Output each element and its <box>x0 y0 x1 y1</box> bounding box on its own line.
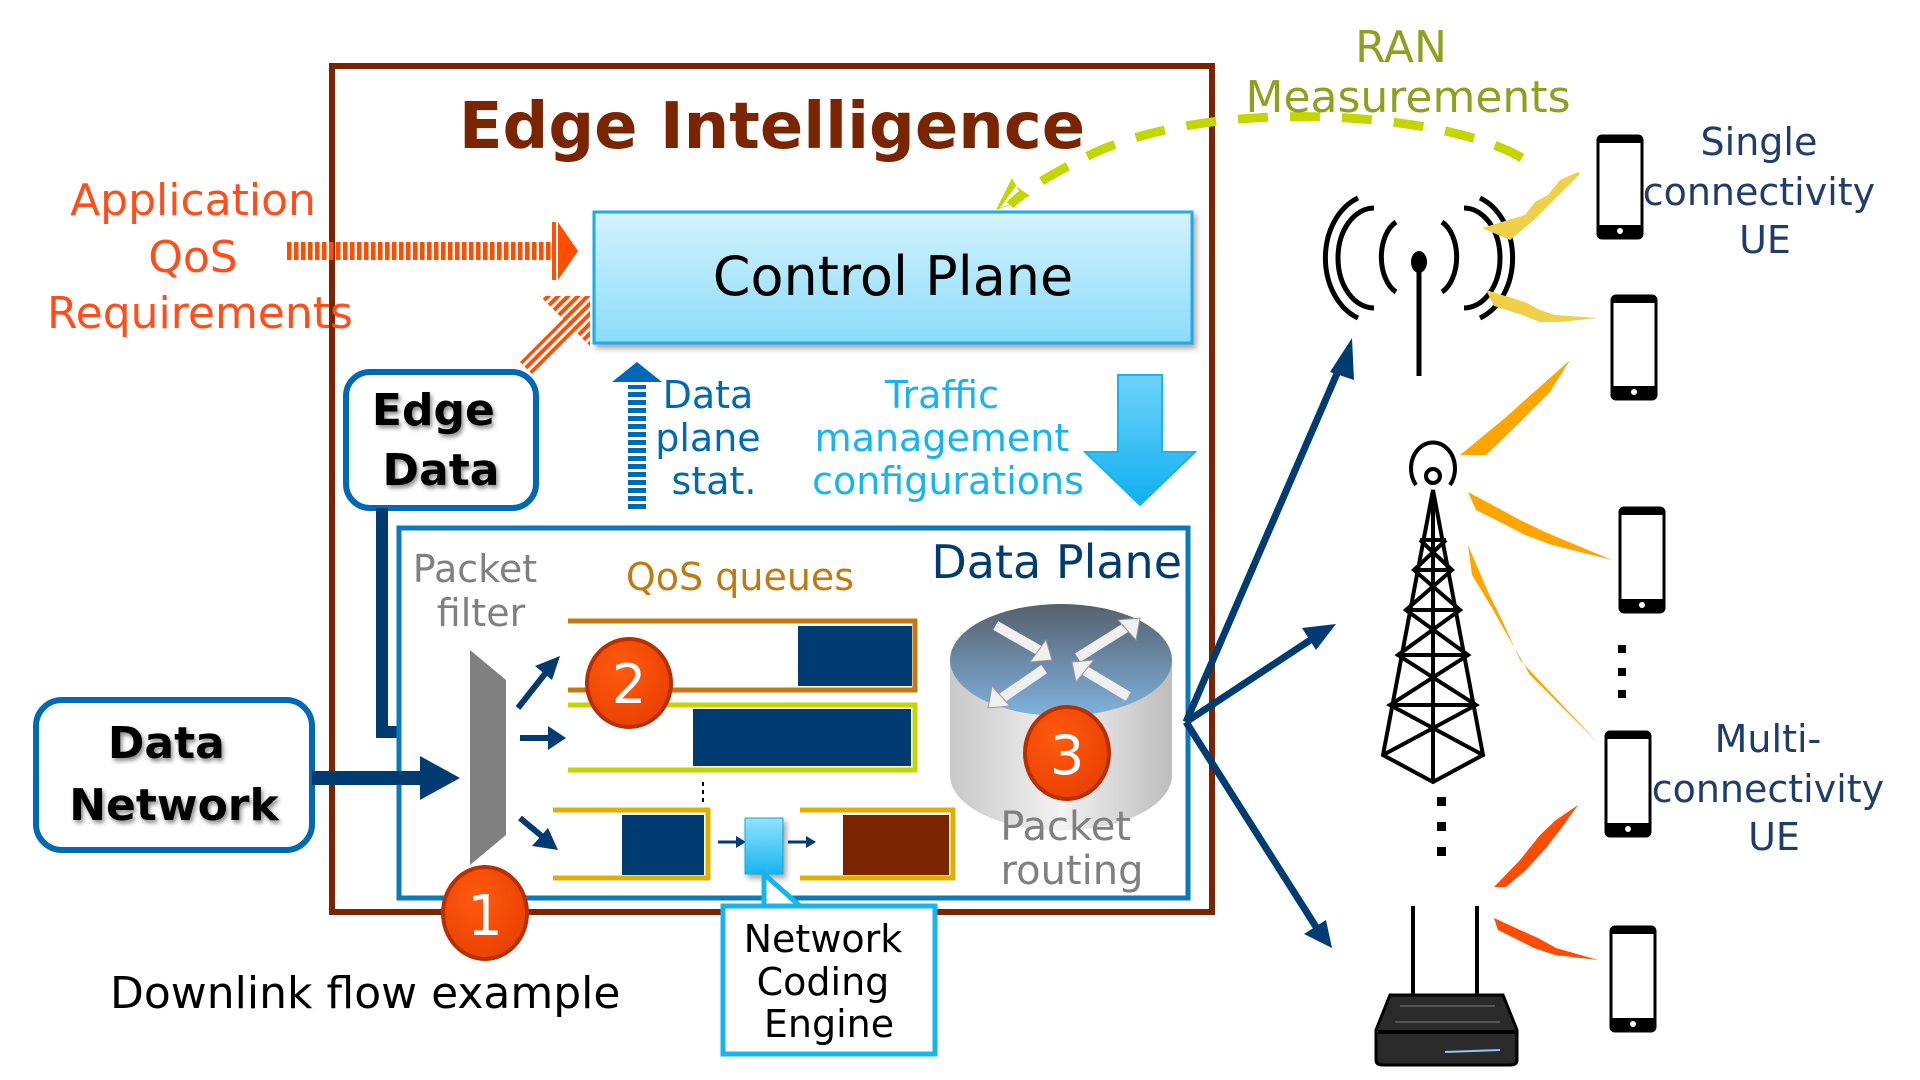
qos-requirements-arrow-icon <box>286 222 578 280</box>
ue-phone-5[interactable] <box>1609 925 1657 1033</box>
traffic-down-arrow-icon <box>1082 374 1198 507</box>
network-coding-chip-icon <box>744 817 784 875</box>
nce-arrows <box>718 836 816 848</box>
svg-text:1: 1 <box>467 884 503 949</box>
queue-2-packets <box>693 709 911 766</box>
edge-data-label: Edge Data <box>372 385 510 496</box>
application-qos-label: Application QoS Requirements <box>47 175 353 339</box>
coded-packets <box>843 815 949 875</box>
ue-phone-1[interactable] <box>1596 134 1644 240</box>
ue-phone-2[interactable] <box>1610 294 1658 401</box>
phone-ellipsis <box>1618 645 1626 698</box>
filter-output-arrows <box>515 656 566 850</box>
packet-routing-label: Packet routing <box>1000 804 1144 894</box>
ran-measurements-label: RAN Measurements <box>1246 22 1571 123</box>
network-coding-engine-box[interactable] <box>720 903 938 1057</box>
data-plane-stat-arrow-icon <box>612 362 662 510</box>
step-badge-3: 3 <box>1023 705 1111 801</box>
ue-phone-4[interactable] <box>1604 730 1652 838</box>
tower-ellipsis <box>1437 797 1446 856</box>
control-plane-box[interactable] <box>592 210 1194 345</box>
traffic-management-label: Traffic management configurations <box>812 373 1084 503</box>
wifi-router-icon <box>1374 906 1519 1067</box>
edge-intelligence-title: Edge Intelligence <box>459 90 1085 164</box>
edge-data-box[interactable] <box>343 369 539 511</box>
network-coding-engine-label: Network Coding Engine <box>744 917 915 1046</box>
qos-queues-label: QoS queues <box>626 555 854 599</box>
downlink-flow-caption: Downlink flow example <box>110 968 620 1019</box>
packet-filter-label: Packet filter <box>413 547 549 635</box>
qos-diagonal-arrow-icon <box>520 296 590 374</box>
queue-1-packets <box>798 626 912 686</box>
step-badge-1: 1 <box>441 865 529 961</box>
queue-n-packets <box>622 815 704 875</box>
routing-output-arrows <box>1182 338 1354 948</box>
qos-queue-n <box>553 807 711 881</box>
cell-tower-icon <box>1380 440 1486 785</box>
data-network-arrowhead-icon <box>420 756 460 800</box>
svg-text:3: 3 <box>1050 724 1084 787</box>
coded-output-queue <box>800 807 956 881</box>
ran-measurements-arc <box>1006 112 1525 209</box>
packet-filter-shape <box>470 650 506 865</box>
svg-text:2: 2 <box>612 653 646 716</box>
queue-ellipsis <box>702 782 704 802</box>
single-connectivity-ue-label: Single connectivity UE <box>1643 120 1888 262</box>
data-plane-stat-label: Data plane stat. <box>655 373 773 503</box>
data-network-label: Data Network <box>69 718 280 831</box>
multi-connectivity-ue-label: Multi- connectivity UE <box>1652 717 1897 859</box>
ue-phone-3[interactable] <box>1618 506 1666 614</box>
data-plane-label: Data Plane <box>931 535 1182 589</box>
wireless-links <box>1460 172 1612 960</box>
step-badge-2: 2 <box>585 637 673 729</box>
ran-arrowhead-icon <box>996 178 1030 210</box>
antenna-icon <box>1322 195 1516 376</box>
control-plane-label: Control Plane <box>713 245 1073 308</box>
